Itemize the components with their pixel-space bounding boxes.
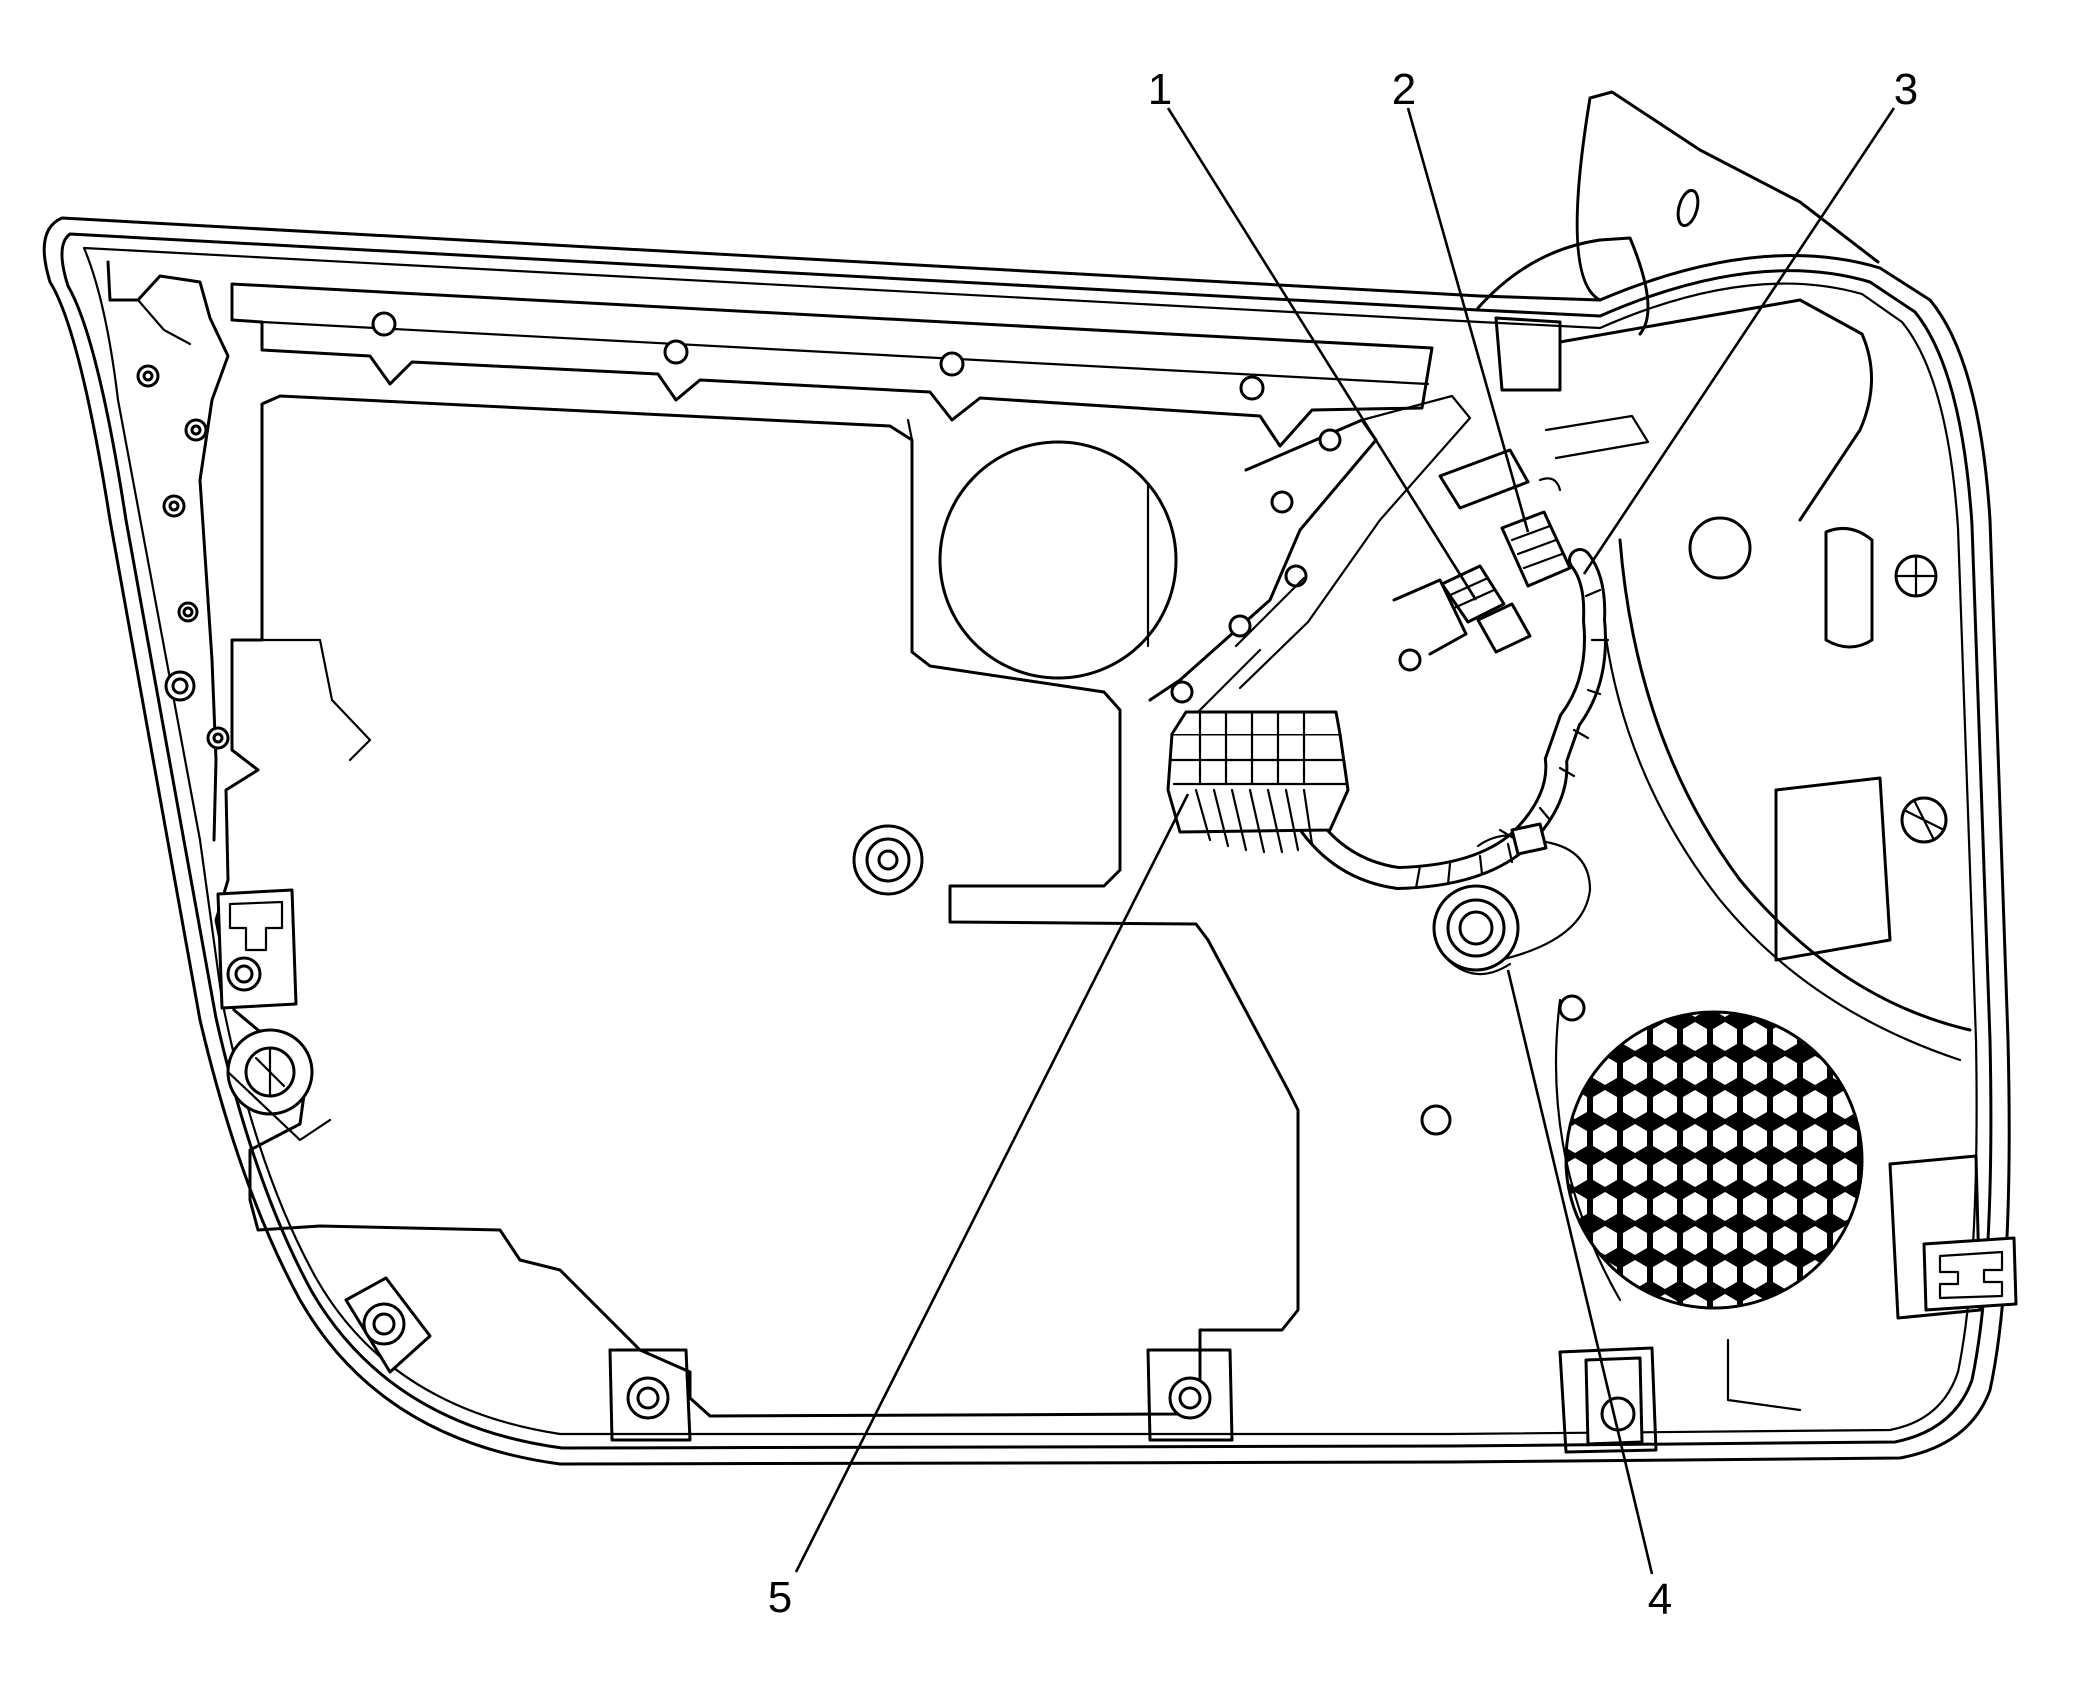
speaker-opening-upper [938, 440, 1178, 680]
callout-4: 4 [1648, 1575, 1672, 1624]
leader-1 [1166, 107, 1478, 601]
bottom-mount-left [344, 1276, 432, 1374]
left-clip-upper [216, 888, 298, 1010]
speaker-grille-lower [1554, 998, 1864, 1310]
right-upper-recess [1476, 90, 1972, 1062]
leader-3 [1582, 107, 1896, 575]
connector-4-grommet [1432, 884, 1520, 976]
connector-1 [1392, 564, 1532, 672]
connector-2 [1438, 448, 1572, 588]
bottom-mount-centre [608, 1348, 692, 1442]
connector-5 [1166, 710, 1350, 854]
callout-labels: 1 2 3 4 5 [768, 65, 1918, 1624]
right-boss-mid [1774, 776, 1948, 962]
right-clip [1888, 1154, 2018, 1320]
bottom-mount-right [1146, 1348, 1234, 1442]
wire-harness [1294, 548, 1610, 962]
diagonal-stiffener [1148, 394, 1472, 714]
callout-1: 1 [1148, 65, 1172, 114]
callout-5: 5 [768, 1573, 792, 1622]
leader-4 [1506, 969, 1654, 1575]
top-flange [230, 282, 1434, 448]
callout-3: 3 [1894, 65, 1918, 114]
left-edge-column [106, 260, 230, 842]
panel-outline [42, 216, 2011, 1466]
misc-holes [1420, 994, 1586, 1136]
centre-grommet [852, 824, 924, 896]
leader-5 [794, 793, 1190, 1573]
bottom-clip-callout4 [1558, 1338, 1802, 1454]
leader-2 [1406, 107, 1530, 533]
right-boss-upper [1824, 526, 1938, 649]
callout-2: 2 [1392, 65, 1416, 114]
left-clip-lower [226, 1028, 332, 1142]
leader-lines [794, 107, 1896, 1575]
